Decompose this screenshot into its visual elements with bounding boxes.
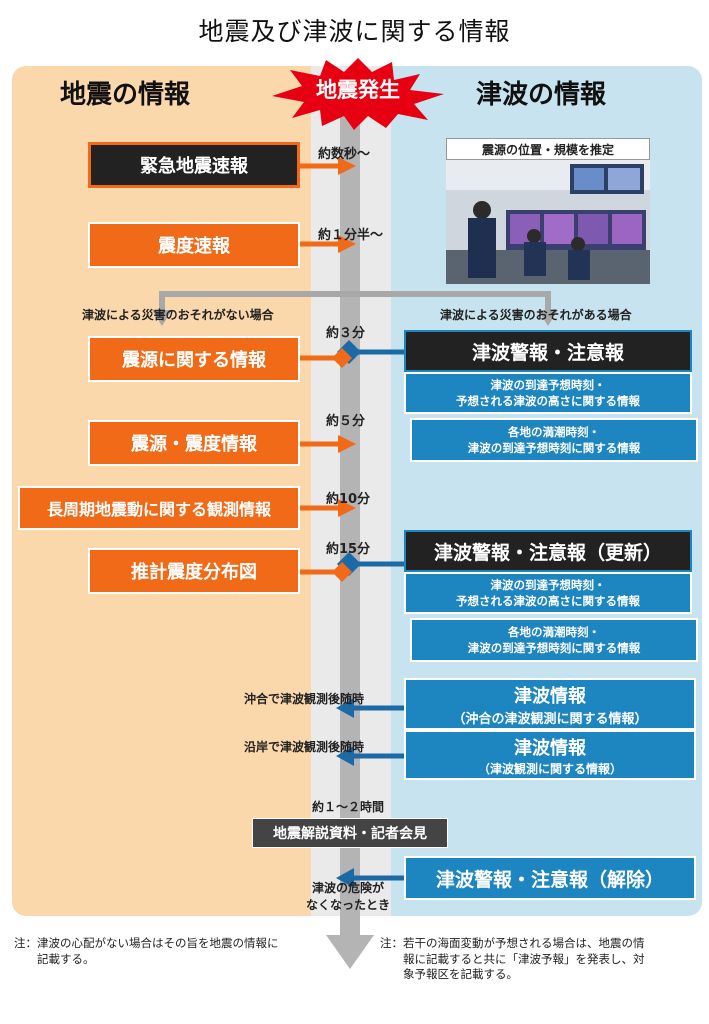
time-label: 沖合で津波観測後随時 [244,692,365,706]
photo-caption: 震源の位置・規模を推定 [446,138,650,160]
timeline-arrow-head [326,935,374,969]
time-label: 約５分 [326,414,366,429]
time-label: 約15分 [326,542,371,557]
tsunami-warning-box: 津波警報・注意報 [404,330,692,372]
time-label: 約１分半～ [318,228,384,243]
tsunami-info-coastal-title: 津波情報 [514,737,586,759]
timeline-arrow-shaft [340,110,360,940]
photo-frame: 震源の位置・規模を推定 [446,138,650,284]
high-tide-arrival-info: 各地の満潮時刻・ 津波の到達予想時刻に関する情報 [410,418,698,462]
long-period-motion-box: 長周期地震動に関する観測情報 [18,486,300,530]
operations-room-photo [446,160,650,284]
left-note: 注：津波の心配がない場合はその旨を地震の情報に 記載する。 [14,936,279,966]
right-note: 注：若干の海面変動が予想される場合は、地震の情 報に記載すると共に「津波予報」を… [380,936,645,982]
seismic-intensity-box: 震度速報 [88,222,300,268]
tsunami-warning-release-box: 津波警報・注意報（解除） [404,856,696,900]
hypocenter-intensity-box: 震源・震度情報 [88,420,300,466]
earthquake-occurrence-label: 地震発生 [316,78,400,102]
time-label: 津波の危険が なくなったとき [306,881,391,912]
tsunami-info-offshore-title: 津波情報 [514,685,586,707]
hypocenter-info-box: 震源に関する情報 [88,336,300,382]
time-label: 約数秒～ [318,147,371,162]
time-label: 約１～２時間 [312,800,385,814]
tsunami-arrival-height-info: 津波の到達予想時刻・ 予想される津波の高さに関する情報 [404,372,692,414]
tsunami-info-coastal-box: 津波情報 （津波観測に関する情報） [404,730,696,780]
branch-no-tsunami-label: 津波による災害のおそれがない場合 [82,308,274,322]
estimated-intensity-map-box: 推計震度分布図 [88,548,300,594]
tsunami-arrival-height-info-update: 津波の到達予想時刻・ 予想される津波の高さに関する情報 [404,572,692,614]
tsunami-warning-update-box: 津波警報・注意報（更新） [404,530,692,572]
high-tide-arrival-info-update: 各地の満潮時刻・ 津波の到達予想時刻に関する情報 [410,618,698,662]
time-label: 約10分 [326,492,371,507]
earthquake-info-heading: 地震の情報 [60,80,191,110]
eew-box: 緊急地震速報 [88,142,300,188]
branch-tsunami-label: 津波による災害のおそれがある場合 [440,308,632,322]
page-title: 地震及び津波に関する情報 [198,17,511,46]
time-label: 約３分 [326,326,366,341]
tsunami-info-offshore-box: 津波情報 （沖合の津波観測に関する情報） [404,678,696,730]
tsunami-info-offshore-subtitle: （沖合の津波観測に関する情報） [452,711,648,727]
time-label: 沿岸で津波観測後随時 [244,740,365,754]
tsunami-info-heading: 津波の情報 [476,80,607,110]
earthquake-burst-icon [272,58,444,130]
press-briefing-box: 地震解説資料・記者会見 [252,818,448,848]
tsunami-info-coastal-subtitle: （津波観測に関する情報） [477,761,622,776]
